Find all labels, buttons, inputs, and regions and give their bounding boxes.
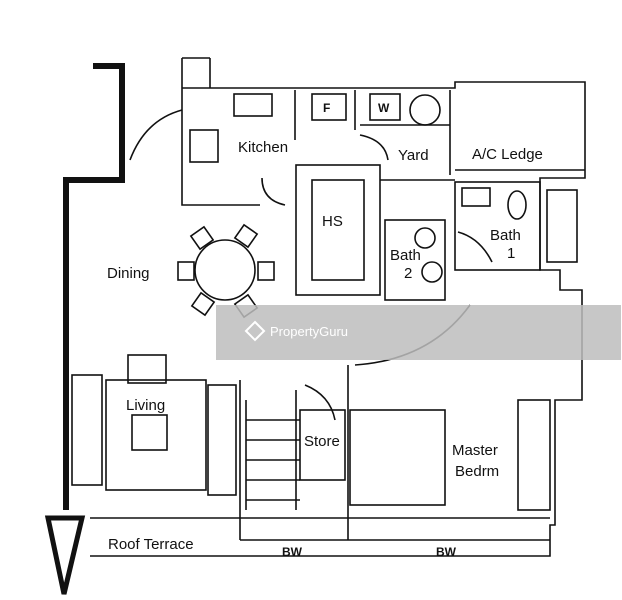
kitchen-label: Kitchen [238,139,288,156]
roof-terrace-label: Roof Terrace [108,536,194,553]
bath1-toilet [507,190,527,220]
bath1-room [454,181,541,271]
outer-wall-left [63,63,125,510]
bath2-label-line2: 2 [404,265,412,282]
door-arc-entry [129,109,183,161]
store-label: Store [304,433,340,450]
yard-sink [409,94,441,126]
coffee-table [131,414,168,451]
bath1-label-line1: Bath [490,227,521,244]
ac-ledge-wall [380,169,585,181]
fridge-label: F [323,101,330,115]
store-room [299,409,346,481]
kitchen-shaft [181,57,211,88]
master-label-line2: Bedrm [455,463,499,480]
watermark-text: PropertyGuru [270,324,348,339]
watermark-logo-icon [244,320,266,342]
walls [63,57,586,557]
tv-console [207,384,237,496]
door-arc-bath1 [457,231,493,263]
dining-label: Dining [107,265,150,282]
yard-label: Yard [398,147,429,164]
dining-chair-bottomleft [190,291,216,317]
bw-right-label: BW [436,545,457,559]
door-arc-store [304,384,336,421]
master-label-line1: Master [452,442,498,459]
living-armchair [127,354,167,384]
kitchen-sink [189,129,219,163]
bath1-label-line2: 1 [507,245,515,262]
washer-box [369,93,401,121]
bath2-basin [414,227,436,249]
hs-label: HS [322,213,343,230]
door-arc-yard [359,134,389,161]
dining-chair-left [177,261,195,281]
interior-walls [90,365,550,541]
master-bed [349,409,446,506]
dining-chair-right [257,261,275,281]
dining-chair-topleft [189,225,215,251]
yard-wall [294,90,451,175]
washer-label: W [378,101,390,115]
living-sofa [71,374,103,486]
hs-inner [311,179,365,281]
door-arc-kitchen [261,177,286,206]
kitchen-stove [233,93,273,117]
bath2-toilet [421,261,443,283]
hs-room [295,164,381,296]
master-wardrobe [517,399,551,511]
staircase [245,390,300,510]
outer-wall-right [90,81,586,557]
bath2-room [384,219,446,301]
bath2-label-line1: Bath [390,247,421,264]
ac-ledge-label: A/C Ledge [472,146,543,163]
fridge-box [311,93,347,121]
bath1-tub [546,189,578,263]
dining-chair-topright [233,223,259,249]
bath1-basin [461,187,491,207]
kitchen-wall [181,88,260,206]
watermark-band [216,305,621,360]
bw-left-label: BW [282,545,303,559]
roof-terrace-corner [44,515,86,595]
dining-table [194,239,256,301]
living-label: Living [126,397,165,414]
living-area [105,379,207,491]
